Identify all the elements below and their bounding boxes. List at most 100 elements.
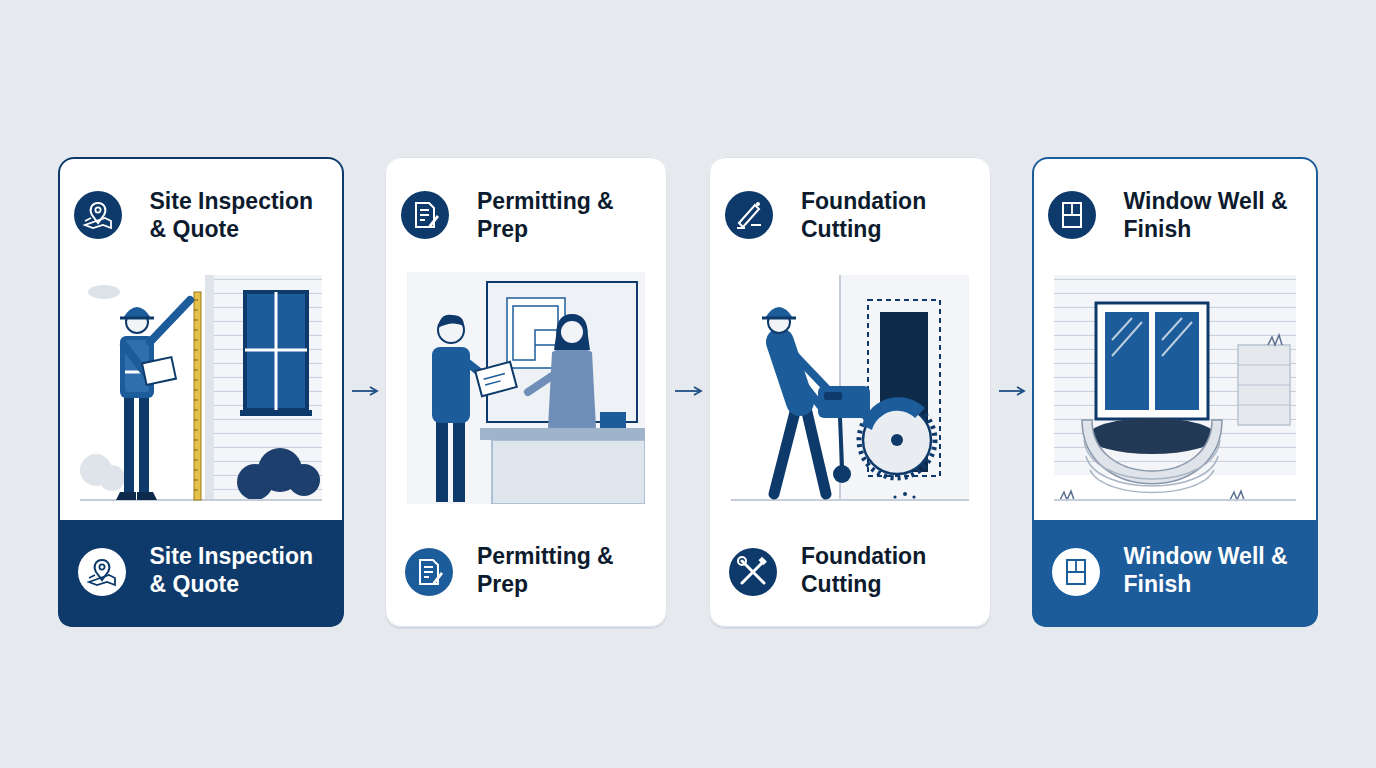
card-ground (58, 157, 344, 627)
card-ground (385, 157, 667, 627)
document-icon (401, 191, 449, 239)
permitting-illustration (600, 412, 626, 428)
tools-icon (758, 557, 766, 565)
flow-arrow (675, 390, 701, 392)
step-title: Window Well & Finish (1124, 187, 1302, 243)
cutting-illustration (786, 362, 822, 408)
document-icon (432, 572, 443, 585)
window-icon (1048, 191, 1096, 239)
step-footer-title: Site Inspection & Quote (150, 542, 328, 598)
inspection-illustration (123, 307, 151, 318)
permitting-illustration (554, 314, 590, 350)
inspection-illustration (150, 300, 190, 342)
cutting-illustration (912, 495, 915, 498)
cutting-illustration (765, 307, 793, 318)
permitting-illustration (548, 347, 596, 428)
inspection-illustration (139, 396, 149, 492)
step-footer-title: Foundation Cutting (801, 542, 979, 598)
cutting-icon (725, 191, 773, 239)
inspection-illustration (88, 285, 120, 299)
step-title: Permitting & Prep (477, 187, 655, 243)
document-icon (424, 567, 433, 577)
permitting-illustration (407, 272, 645, 504)
cutting-illustration (806, 408, 826, 494)
window-well-illustration (1238, 365, 1290, 405)
map-pin-icon (74, 191, 122, 239)
window-well-illustration (1084, 440, 1220, 493)
step-footer-title: Permitting & Prep (477, 542, 655, 598)
cutting-illustration (774, 408, 796, 494)
inspection-illustration (288, 464, 320, 496)
window-well-illustration (1082, 420, 1222, 484)
inspection-illustration (194, 300, 198, 490)
window-icon (1048, 191, 1096, 239)
inspection-illustration (245, 292, 307, 410)
window-well-illustration (1105, 312, 1149, 410)
map-pin-icon (78, 548, 126, 596)
cutting-illustration (893, 495, 896, 498)
inspection-illustration (194, 292, 201, 500)
window-icon (1063, 203, 1081, 227)
tools-icon (729, 548, 777, 596)
cutting-illustration (840, 418, 842, 466)
permitting-illustration (436, 420, 448, 502)
cutting-illustration (862, 397, 925, 430)
permitting-illustration (438, 315, 464, 328)
card-ground (709, 157, 991, 627)
inspection-illustration (80, 275, 322, 500)
step-card: Site Inspection & QuoteSite Inspection &… (58, 157, 344, 627)
window-icon (1063, 203, 1081, 215)
permitting-illustration (480, 428, 645, 440)
window-icon (1052, 548, 1100, 596)
window-well-illustration (1112, 318, 1192, 356)
card-ground (1032, 157, 1318, 627)
cutting-illustration (891, 434, 903, 446)
inspection-illustration (124, 396, 134, 492)
permitting-illustration (528, 372, 558, 392)
permitting-illustration (513, 306, 558, 360)
card-ground (58, 520, 344, 627)
cutting-illustration (818, 386, 870, 418)
cutting-illustration (903, 492, 907, 496)
document-icon (428, 215, 439, 228)
window-well-illustration (1268, 335, 1282, 345)
inspection-illustration (142, 357, 176, 385)
document-icon (405, 548, 453, 596)
tools-icon (738, 557, 746, 565)
document-icon (401, 191, 449, 239)
window-well-illustration (1155, 312, 1199, 410)
permitting-illustration (407, 272, 645, 504)
step-card: Permitting & PrepPermitting & Prep (385, 157, 667, 627)
flow-arrow (352, 390, 377, 392)
permitting-illustration (484, 374, 507, 385)
map-pin-icon (95, 207, 100, 212)
step-footer-title: Window Well & Finish (1124, 542, 1302, 598)
map-pin-icon (74, 191, 122, 239)
window-icon (1067, 560, 1085, 572)
cutting-illustration (833, 465, 851, 483)
document-icon (405, 548, 453, 596)
window-well-illustration (1088, 418, 1216, 454)
cutting-icon (725, 191, 773, 239)
cutting-illustration (731, 499, 969, 501)
cutting-icon (739, 205, 759, 227)
inspection-illustration (245, 292, 307, 410)
inspection-illustration (205, 275, 214, 500)
map-pin-icon (78, 548, 126, 596)
window-well-illustration (1054, 275, 1296, 500)
cutting-illustration (762, 317, 796, 320)
permitting-illustration (560, 320, 584, 344)
cutting-icon (737, 225, 761, 228)
window-well-illustration (1238, 345, 1290, 425)
flow-arrow (999, 390, 1024, 392)
permitting-illustration (475, 362, 517, 396)
card-ground (58, 157, 1318, 629)
inspection-illustration (205, 275, 322, 500)
inspection-illustration (116, 492, 157, 500)
permitting-illustration (453, 420, 465, 502)
map-pin-icon (89, 575, 115, 585)
document-icon (420, 210, 429, 220)
inspection-illustration (120, 317, 154, 320)
